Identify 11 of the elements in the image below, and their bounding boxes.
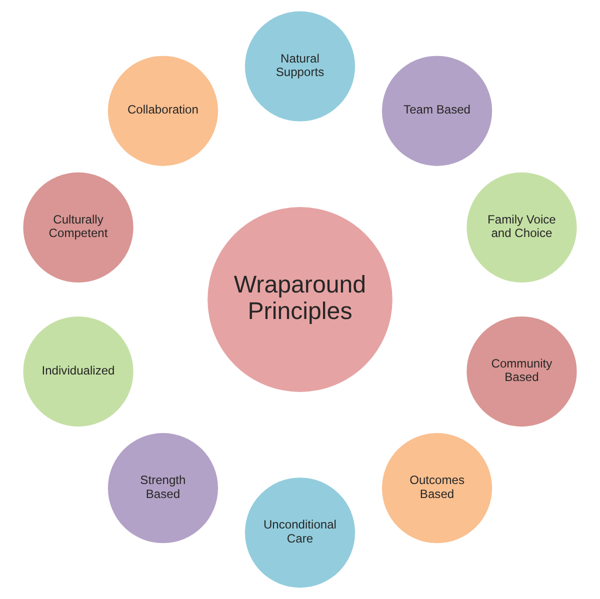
node-circle: Individualized — [23, 316, 134, 427]
node-circle: Community Based — [466, 316, 577, 427]
node-circle: Family Voice and Choice — [466, 172, 577, 283]
node-circle: Unconditional Care — [244, 478, 356, 588]
node-circle: Collaboration — [108, 56, 218, 166]
node-circle: Team Based — [382, 56, 492, 166]
node-circle: Strength Based — [108, 433, 218, 544]
node-circle: Outcomes Based — [382, 433, 492, 544]
node-circle: Culturally Competent — [23, 172, 134, 283]
node-circle: Natural Supports — [244, 11, 356, 122]
node-circle: Wraparound Principles — [208, 207, 392, 392]
